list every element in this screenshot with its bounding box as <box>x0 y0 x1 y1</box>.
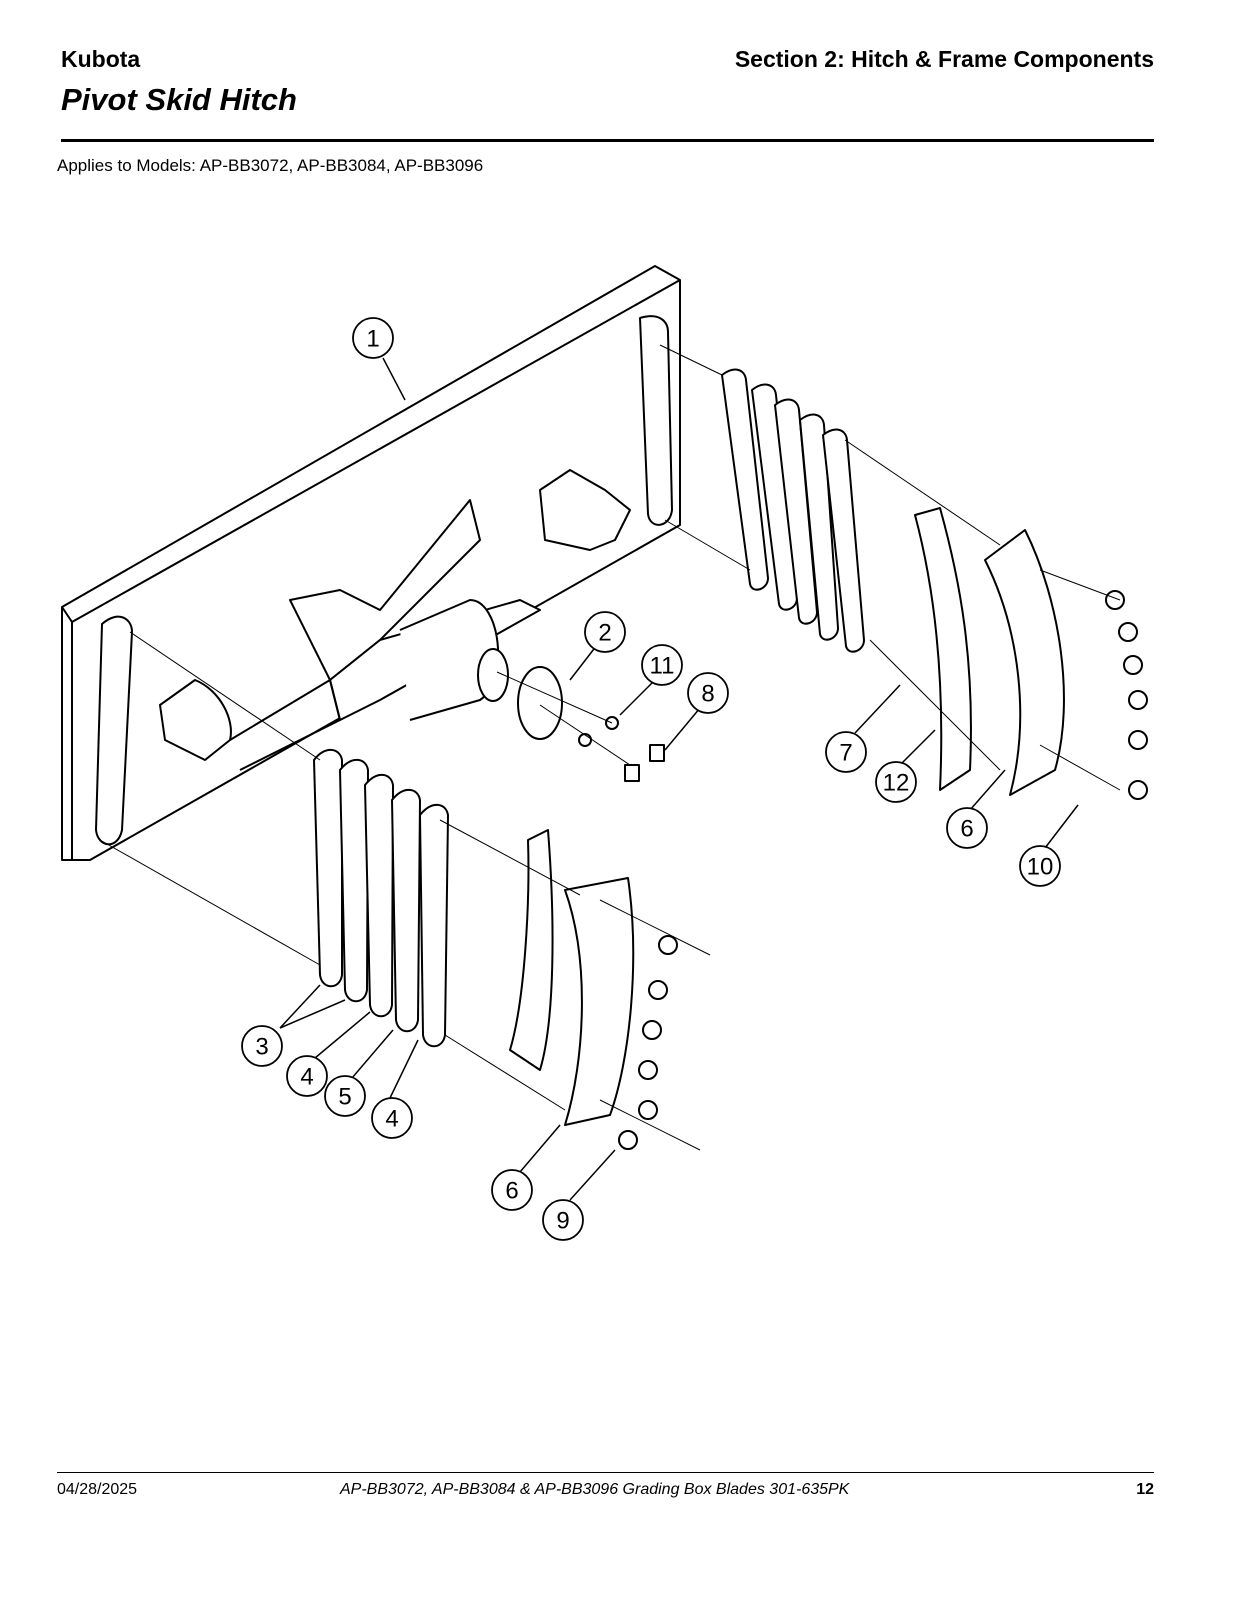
brand-name: Kubota <box>61 46 141 72</box>
callout-9: 9 <box>556 1208 569 1235</box>
frame-right-side-plate <box>639 315 673 526</box>
footer-date: 04/28/2025 <box>57 1481 138 1498</box>
applies-to-models: Applies to Models: AP-BB3072, AP-BB3084,… <box>57 156 484 175</box>
right-shim-stack <box>721 368 865 653</box>
right-bolts <box>1105 590 1148 800</box>
callout-6-right: 6 <box>960 816 973 843</box>
callout-6-left: 6 <box>505 1178 518 1205</box>
callout-11: 11 <box>650 653 675 680</box>
callout-8: 8 <box>701 681 714 708</box>
section-title: Section 2: Hitch & Frame Components <box>734 46 1154 72</box>
callout-1: 1 <box>366 326 379 353</box>
right-skid-shoe <box>984 529 1065 796</box>
washer-part-2 <box>517 666 563 740</box>
footer-document-title: AP-BB3072, AP-BB3084 & AP-BB3096 Grading… <box>340 1481 850 1498</box>
header-rule <box>61 139 1154 142</box>
callout-3: 3 <box>255 1034 268 1061</box>
left-mount-bracket <box>159 679 232 761</box>
callout-7: 7 <box>839 740 852 767</box>
callout-2: 2 <box>598 620 611 647</box>
callout-5: 5 <box>338 1084 351 1111</box>
frame-left-side-plate <box>95 615 133 846</box>
page-title: Pivot Skid Hitch <box>61 82 297 117</box>
right-mount-bracket <box>539 469 631 551</box>
footer-rule <box>57 1472 1154 1473</box>
left-shim-stack <box>313 748 449 1048</box>
page-number: 12 <box>1136 1481 1154 1498</box>
callout-10: 10 <box>1027 854 1054 881</box>
callout-4-second: 4 <box>385 1106 398 1133</box>
left-wear-strip <box>509 829 554 1071</box>
callout-4-first: 4 <box>300 1064 313 1091</box>
left-skid-shoe <box>564 877 635 1126</box>
pivot-cylinder <box>399 599 509 721</box>
right-wear-strip <box>914 507 972 791</box>
left-bolts <box>618 935 678 1150</box>
callout-12: 12 <box>883 770 910 797</box>
